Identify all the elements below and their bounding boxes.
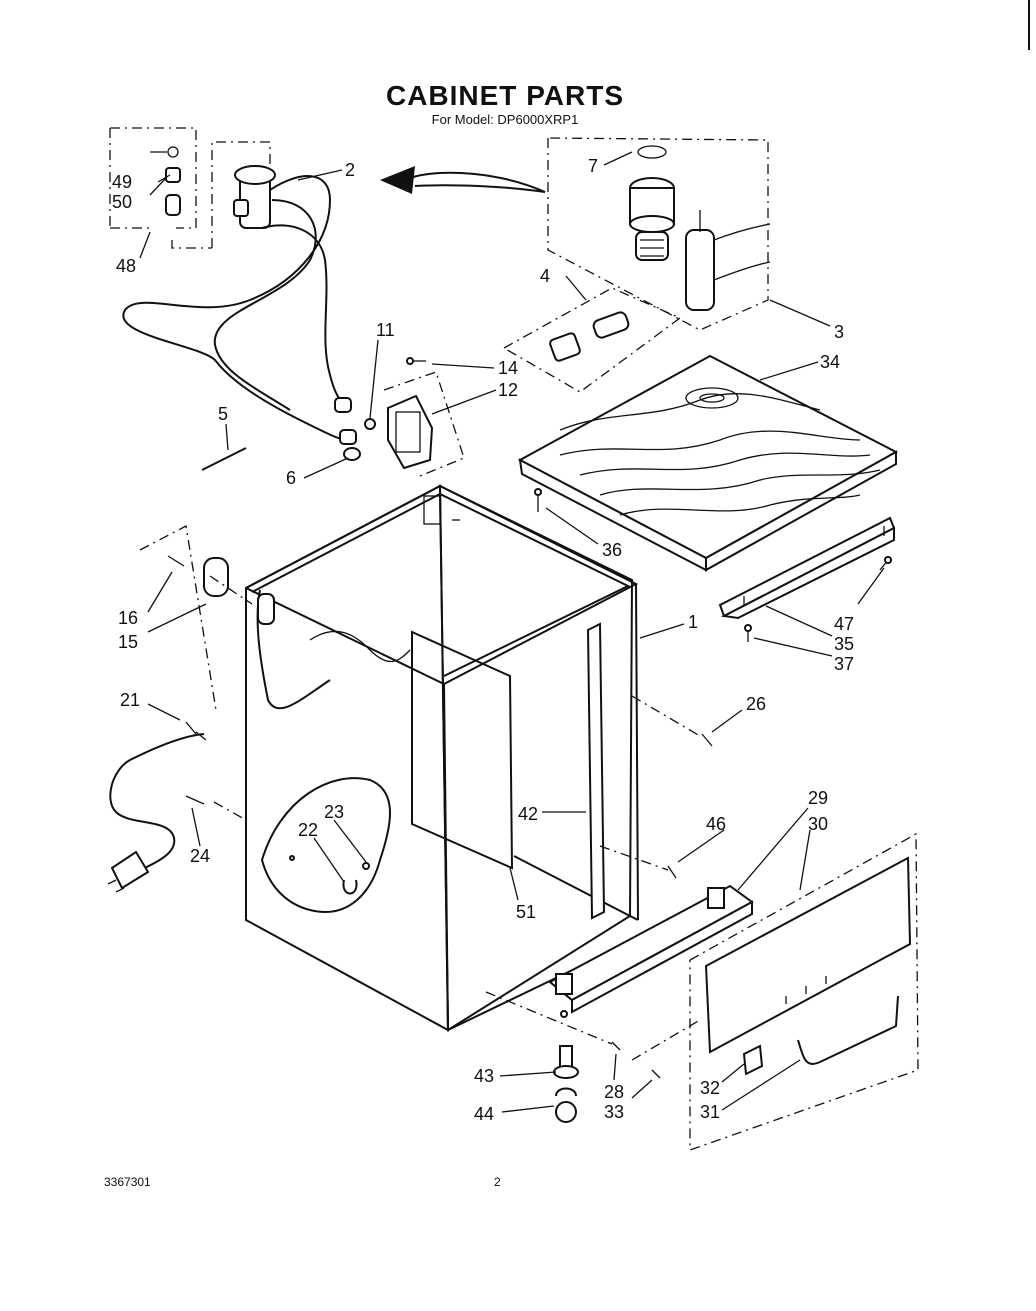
callout-11: 11 [376, 320, 395, 340]
part-5-tie [201, 447, 247, 471]
part-group-48 [109, 127, 197, 229]
callout-21: 21 [120, 690, 140, 710]
callout-47: 47 [834, 614, 854, 634]
callout-37: 37 [834, 654, 854, 674]
callout-33: 33 [604, 1102, 624, 1122]
callout-14: 14 [498, 358, 518, 378]
callout-46: 46 [706, 814, 726, 834]
callout-32: 32 [700, 1078, 720, 1098]
part-28-screw [611, 1041, 621, 1051]
part-1-cabinet [245, 484, 639, 1032]
page-title: CABINET PARTS [385, 80, 625, 111]
callout-12: 12 [498, 380, 518, 400]
page-subtitle: For Model: DP6000XRP1 [431, 112, 579, 127]
callout-49: 49 [112, 172, 132, 192]
part-34-countertop [517, 354, 899, 572]
part-44-caster [553, 1045, 579, 1123]
callout-43: 43 [474, 1066, 494, 1086]
callout-6: 6 [286, 468, 296, 488]
part-49-washer [167, 146, 179, 158]
direction-arrow [380, 166, 546, 194]
part-35-rail [718, 516, 896, 642]
part-29-base-rail [548, 884, 754, 1018]
part-50-cap [165, 167, 181, 183]
document-number: 3367301 [104, 1175, 151, 1189]
leader-lines [139, 151, 885, 1113]
part-46-screw [667, 865, 677, 879]
callout-15: 15 [118, 632, 138, 652]
callout-5: 5 [218, 404, 228, 424]
callout-1: 1 [688, 612, 698, 632]
part-group-4 [503, 287, 682, 393]
callout-35: 35 [834, 634, 854, 654]
callout-34: 34 [820, 352, 840, 372]
callout-29: 29 [808, 788, 828, 808]
part-33-screw [651, 1069, 661, 1079]
part-21-power-cord [107, 525, 229, 893]
callout-7: 7 [588, 156, 598, 176]
callout-24: 24 [190, 846, 210, 866]
callout-22: 22 [298, 820, 318, 840]
page-number: 2 [494, 1175, 501, 1189]
callout-28: 28 [604, 1082, 624, 1102]
callout-31: 31 [700, 1102, 720, 1122]
callout-3: 3 [834, 322, 844, 342]
part-26-screw [701, 733, 713, 747]
callout-48: 48 [116, 256, 136, 276]
page-edge-mark [1028, 0, 1030, 50]
part-24-screw [185, 795, 205, 805]
part-group-3 [547, 137, 771, 331]
callout-16: 16 [118, 608, 138, 628]
callout-51: 51 [516, 902, 536, 922]
part-group-30 [689, 832, 919, 1151]
part-15-strain-relief [203, 557, 229, 597]
part-43-stem [559, 1045, 573, 1069]
part-48-insert [165, 194, 181, 216]
part-11-bushing [364, 418, 376, 430]
part-6-clamp [343, 447, 361, 461]
callout-44: 44 [474, 1104, 494, 1124]
callout-50: 50 [112, 192, 132, 212]
callout-2: 2 [345, 160, 355, 180]
callout-23: 23 [324, 802, 344, 822]
callout-30: 30 [808, 814, 828, 834]
part-2-faucet-adapter-hose [122, 141, 357, 445]
callout-36: 36 [602, 540, 622, 560]
callout-42: 42 [518, 804, 538, 824]
part-7-o-ring [637, 145, 667, 159]
callout-26: 26 [746, 694, 766, 714]
part-32-clip [742, 1044, 764, 1076]
callout-4: 4 [540, 266, 550, 286]
part-16-screw [167, 555, 185, 567]
part-12-junction-box [364, 357, 465, 477]
